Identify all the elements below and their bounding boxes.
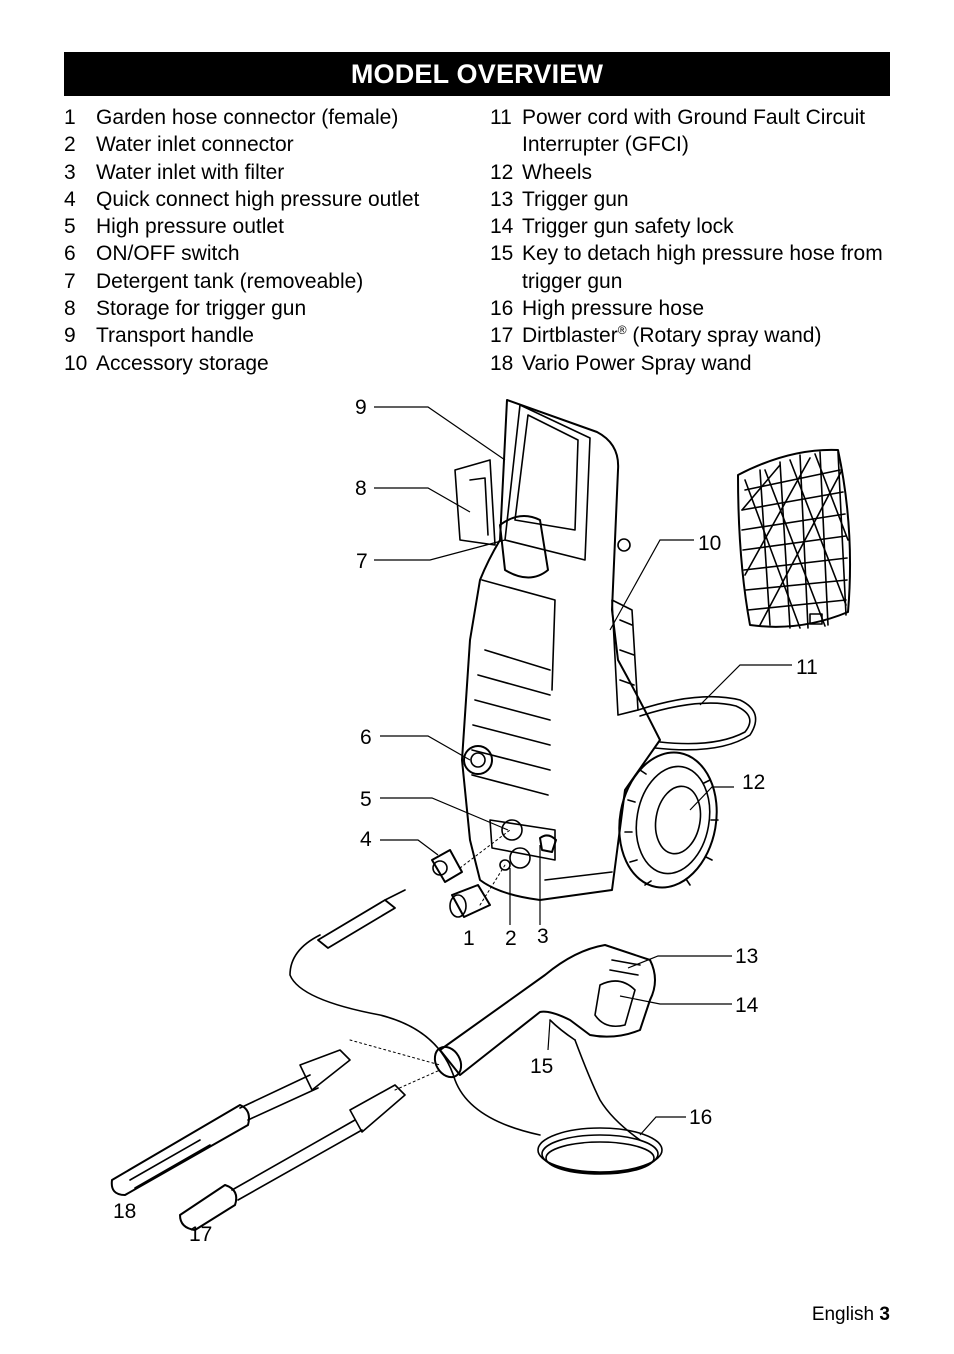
item-label: Garden hose connector (female) bbox=[96, 106, 399, 129]
item-number: 9 bbox=[64, 324, 76, 348]
list-item: 10 Accessory storage bbox=[64, 350, 484, 377]
list-item: 2 Water inlet connector bbox=[64, 131, 484, 158]
parts-list-right: 11 Power cord with Ground Fault Circuit I… bbox=[490, 104, 900, 377]
item-label: High pressure outlet bbox=[96, 215, 284, 239]
item-label: Power cord with Ground Fault Circuit Int… bbox=[522, 106, 866, 157]
leader-lines bbox=[374, 406, 792, 1136]
wheel-illustration bbox=[618, 751, 719, 889]
item-label: Trigger gun bbox=[522, 187, 629, 211]
callout-18: 18 bbox=[113, 1200, 136, 1223]
item-number: 15 bbox=[490, 242, 514, 266]
item-label: ON/OFF switch bbox=[96, 242, 240, 266]
callout-17: 17 bbox=[189, 1223, 212, 1246]
item-number: 6 bbox=[64, 242, 76, 266]
page-title: MODEL OVERVIEW bbox=[64, 52, 890, 96]
item-number: 1 bbox=[64, 106, 76, 129]
callout-3: 3 bbox=[537, 925, 549, 948]
callout-2: 2 bbox=[505, 927, 517, 950]
item-number: 8 bbox=[64, 297, 76, 321]
callout-14: 14 bbox=[735, 994, 759, 1017]
item-number: 5 bbox=[64, 215, 76, 239]
high-pressure-hose-illustration bbox=[289, 889, 663, 1175]
item-number: 13 bbox=[490, 187, 514, 211]
item-label: Transport handle bbox=[96, 324, 254, 348]
callout-10: 10 bbox=[698, 532, 721, 555]
list-item: 14 Trigger gun safety lock bbox=[490, 213, 900, 240]
callout-16: 16 bbox=[689, 1106, 712, 1129]
accessory-storage-net-illustration bbox=[737, 448, 852, 629]
list-item: 15 Key to detach high pressure hose from … bbox=[490, 240, 900, 295]
item-label: Storage for trigger gun bbox=[96, 297, 307, 321]
callout-9: 9 bbox=[355, 396, 367, 419]
item-label: Dirtblaster® (Rotary spray wand) bbox=[522, 322, 900, 349]
item-label: Detergent tank (removeable) bbox=[96, 269, 364, 293]
callout-13: 13 bbox=[735, 945, 758, 968]
item-label: Wheels bbox=[522, 160, 593, 184]
list-item: 1 Garden hose connector (female) bbox=[64, 104, 484, 131]
item-number: 10 bbox=[64, 351, 88, 375]
list-item: 9 Transport handle bbox=[64, 322, 484, 349]
list-item: 16 High pressure hose bbox=[490, 295, 900, 322]
item-label: Key to detach high pressure hose from tr… bbox=[522, 242, 883, 293]
registered-mark: ® bbox=[617, 323, 627, 338]
list-item: 18 Vario Power Spray wand bbox=[490, 350, 900, 377]
item-label: Vario Power Spray wand bbox=[522, 351, 752, 375]
list-item: 7 Detergent tank (removeable) bbox=[64, 268, 484, 295]
item-number: 16 bbox=[490, 297, 514, 321]
dirtblaster-wand-illustration bbox=[179, 1084, 406, 1231]
page-number: 3 bbox=[879, 1304, 890, 1325]
list-item: 12 Wheels bbox=[490, 159, 900, 186]
item-label: Accessory storage bbox=[96, 351, 269, 375]
power-cord-illustration bbox=[637, 695, 757, 751]
item-label: High pressure hose bbox=[522, 297, 705, 321]
callout-labels: 9 8 7 10 11 6 12 5 4 1 2 3 13 14 15 16 1… bbox=[113, 396, 818, 1246]
callout-6: 6 bbox=[360, 726, 372, 749]
list-item: 4 Quick connect high pressure outlet bbox=[64, 186, 484, 213]
callout-15: 15 bbox=[530, 1055, 553, 1078]
item-number: 17 bbox=[490, 324, 514, 348]
washer-body-illustration bbox=[454, 399, 661, 901]
callout-11: 11 bbox=[796, 656, 818, 679]
callout-12: 12 bbox=[742, 771, 765, 794]
pressure-washer-diagram: 9 8 7 10 11 6 12 5 4 1 2 3 13 14 15 16 1… bbox=[110, 396, 852, 1246]
item-number: 11 bbox=[490, 106, 512, 129]
page-footer: English 3 bbox=[812, 1304, 890, 1326]
list-item: 8 Storage for trigger gun bbox=[64, 295, 484, 322]
vario-power-spray-wand-illustration bbox=[110, 1049, 351, 1196]
list-item: 17 Dirtblaster® (Rotary spray wand) bbox=[490, 322, 900, 349]
list-item: 3 Water inlet with filter bbox=[64, 159, 484, 186]
item-number: 12 bbox=[490, 160, 514, 184]
list-item: 5 High pressure outlet bbox=[64, 213, 484, 240]
item-label: Water inlet with filter bbox=[96, 160, 285, 184]
item-label: Water inlet connector bbox=[96, 133, 294, 157]
item-number: 2 bbox=[64, 133, 76, 157]
list-item: 6 ON/OFF switch bbox=[64, 240, 484, 267]
item-label-main: Dirtblaster bbox=[522, 324, 618, 348]
connectors-illustration bbox=[431, 849, 491, 918]
callout-1: 1 bbox=[463, 927, 475, 950]
list-item: 13 Trigger gun bbox=[490, 186, 900, 213]
callout-7: 7 bbox=[356, 550, 368, 573]
item-label-rest: (Rotary spray wand) bbox=[626, 324, 822, 348]
item-number: 3 bbox=[64, 160, 76, 184]
item-label: Trigger gun safety lock bbox=[522, 215, 734, 239]
item-number: 7 bbox=[64, 269, 76, 293]
callout-8: 8 bbox=[355, 477, 367, 500]
footer-language: English bbox=[811, 1304, 875, 1325]
item-label: Quick connect high pressure outlet bbox=[96, 187, 420, 211]
trigger-gun-illustration bbox=[433, 944, 656, 1079]
list-item: 11 Power cord with Ground Fault Circuit I… bbox=[490, 104, 900, 159]
callout-5: 5 bbox=[360, 788, 372, 811]
item-number: 4 bbox=[64, 187, 76, 211]
callout-4: 4 bbox=[360, 828, 372, 851]
item-number: 14 bbox=[490, 215, 514, 239]
item-number: 18 bbox=[490, 351, 514, 375]
